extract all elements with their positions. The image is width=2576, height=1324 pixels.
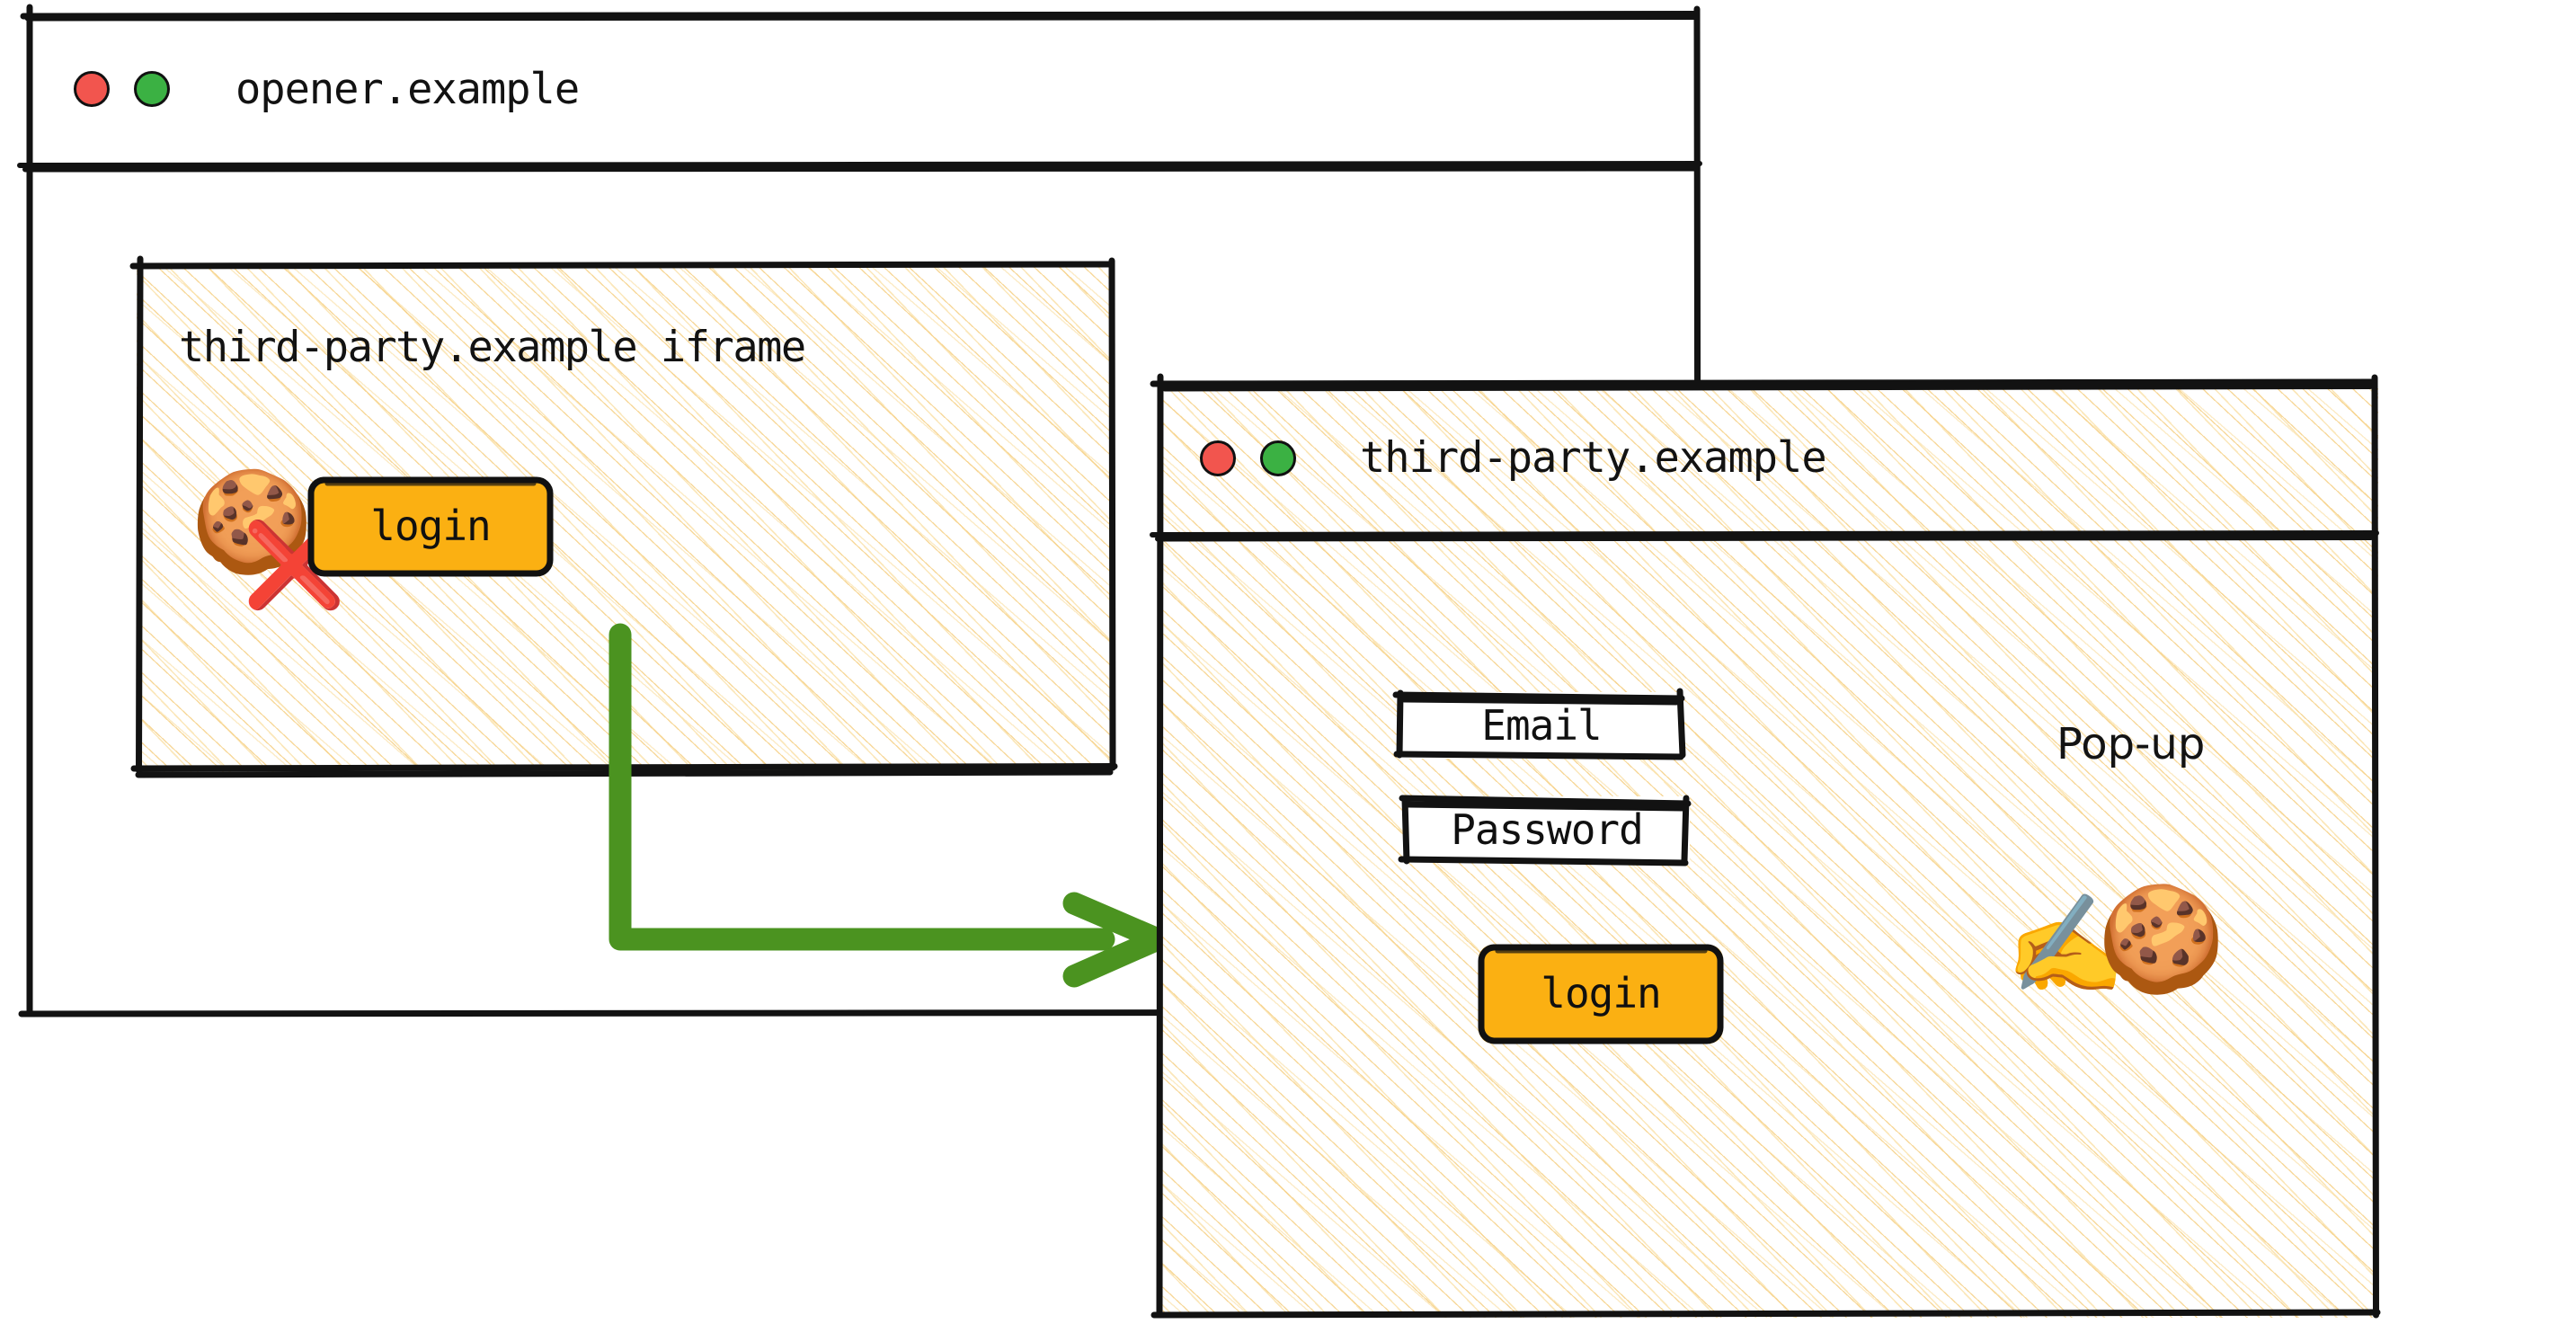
maximize-dot[interactable] xyxy=(1260,440,1296,476)
iframe-login-button-label: login xyxy=(370,502,491,550)
password-field[interactable]: Password xyxy=(1398,795,1692,866)
popup-window: third-party.example Pop-up Email xyxy=(1150,373,2381,1319)
writing-hand-icon: ✍️ xyxy=(2005,889,2127,1001)
third-party-iframe: third-party.example iframe 🍪 ❌ login xyxy=(129,255,1118,778)
email-field[interactable]: Email xyxy=(1392,688,1686,760)
email-field-label: Email xyxy=(1481,701,1602,750)
opener-titlebar: opener.example xyxy=(27,13,1701,165)
close-dot[interactable] xyxy=(74,71,110,107)
popup-titlebar: third-party.example xyxy=(1158,381,2378,535)
iframe-login-button[interactable]: login xyxy=(307,476,554,577)
cookie-icon: 🍪 xyxy=(191,464,314,579)
opener-url-label: opener.example xyxy=(235,64,580,114)
iframe-title-label: third-party.example iframe xyxy=(179,323,806,372)
password-field-label: Password xyxy=(1451,805,1644,854)
popup-login-button-label: login xyxy=(1541,969,1661,1017)
close-dot[interactable] xyxy=(1200,440,1236,476)
maximize-dot[interactable] xyxy=(134,71,170,107)
cookie-icon: 🍪 xyxy=(2097,879,2226,1000)
popup-login-button[interactable]: login xyxy=(1478,944,1724,1044)
popup-url-label: third-party.example xyxy=(1360,433,1827,483)
popup-annotation-label: Pop-up xyxy=(2056,719,2206,769)
